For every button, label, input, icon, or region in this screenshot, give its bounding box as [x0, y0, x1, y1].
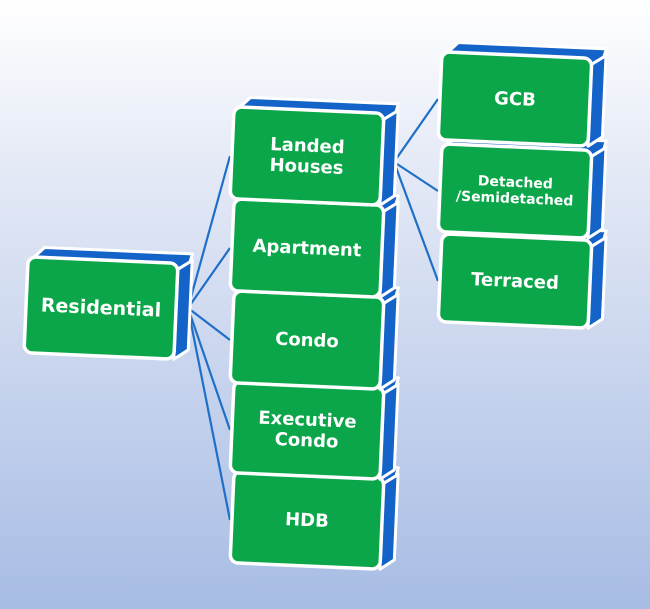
connector-root-to-apartment [187, 247, 231, 309]
box-label: HDB [285, 509, 330, 532]
connector-landed-to-gcb [393, 98, 439, 163]
box-face [436, 232, 594, 330]
node-detached-semidetached: Detached/Semidetached [436, 132, 608, 240]
box-label: ExecutiveCondo [257, 407, 357, 453]
connector-lines [186, 98, 440, 521]
connector-root-to-executive-condo [186, 307, 232, 431]
box-label: Apartment [252, 235, 362, 261]
connector-landed-to-terraced [392, 161, 440, 282]
box-face [436, 50, 594, 148]
connector-root-to-condo [187, 307, 231, 341]
connector-root-to-hdb [186, 307, 232, 521]
node-gcb: GCB [436, 40, 608, 148]
node-landed-houses: LandedHouses [228, 95, 400, 207]
box-label: Terraced [471, 269, 560, 294]
box-label: Condo [275, 328, 340, 352]
box-label: GCB [494, 88, 537, 111]
connector-root-to-landed-houses [186, 155, 232, 309]
box-face [22, 255, 180, 361]
box-face [436, 142, 594, 240]
box-label: Residential [40, 294, 161, 321]
box-face [228, 105, 386, 207]
node-residential: Residential [22, 245, 194, 361]
connector-landed-to-detached-semidetached [393, 161, 439, 192]
box-label: Detached/Semidetached [456, 172, 575, 209]
box-label: LandedHouses [269, 134, 345, 179]
